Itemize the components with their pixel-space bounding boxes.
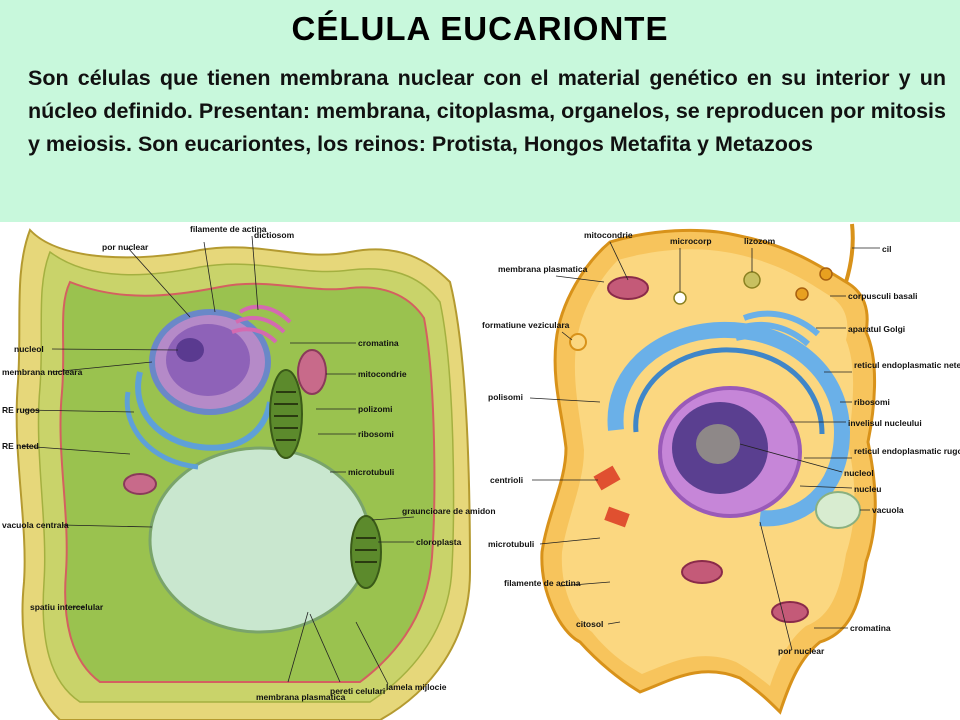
- animal-label-microcorp: microcorp: [670, 236, 712, 246]
- plant-central-vacuole: [148, 446, 372, 634]
- plant-label-cromatina: cromatina: [358, 338, 399, 348]
- plant-mitochondrion-2: [123, 473, 157, 495]
- plant-label-pereti-celulari: pereti celulari: [330, 686, 385, 696]
- page-title: CÉLULA EUCARIONTE: [291, 10, 669, 47]
- animal-label-polisomi: polisomi: [488, 392, 523, 402]
- animal-label-microtubuli: microtubuli: [488, 539, 534, 549]
- animal-label-por-nuclear: por nuclear: [778, 646, 825, 656]
- plant-label-filamente-de-actina: filamente de actina: [190, 224, 267, 234]
- plant-label-re-rugos: RE rugos: [2, 405, 40, 415]
- animal-basal-body: [819, 267, 833, 281]
- plant-rough-er-2: [124, 391, 199, 470]
- plant-cell-illustration: [15, 228, 472, 720]
- plant-nucleolus: [176, 338, 204, 362]
- animal-microbody: [673, 291, 687, 305]
- animal-label-reticul-endoplasmatic-rugos: reticul endoplasmatic rugos: [854, 446, 960, 456]
- animal-label-invelisul-nucleului: invelisul nucleului: [848, 418, 922, 428]
- animal-label-formatiune-veziculara: formatiune veziculara: [482, 320, 570, 330]
- animal-label-centrioli: centrioli: [490, 475, 523, 485]
- animal-label-mitocondrie: mitocondrie: [584, 230, 633, 240]
- animal-mitochondrion-3: [771, 601, 809, 623]
- plant-nucleus: [166, 324, 250, 396]
- plant-label-vacuola-centrala: vacuola centrala: [2, 520, 69, 530]
- animal-vesicle-formation: [569, 333, 587, 351]
- plant-label-dictiosom: dictiosom: [254, 230, 295, 240]
- plant-cell-labels: por nuclear filamente de actina dictioso…: [2, 224, 496, 702]
- plant-label-nucleol: nucleol: [14, 344, 44, 354]
- animal-cell-illustration: [540, 223, 877, 715]
- animal-nucleolus: [696, 424, 740, 464]
- header-panel: CÉLULA EUCARIONTE Son células que tienen…: [0, 0, 960, 222]
- plant-label-microtubuli: microtubuli: [348, 467, 394, 477]
- cell-diagrams-figure: por nuclear filamente de actina dictioso…: [2, 223, 960, 720]
- plant-chloroplast-grana: [274, 391, 377, 563]
- animal-label-corpusculi-basali: corpusculi basali: [848, 291, 917, 301]
- plant-label-cloroplasta: cloroplasta: [416, 537, 462, 547]
- plant-label-mitocondrie: mitocondrie: [358, 369, 407, 379]
- animal-rough-er-2: [633, 347, 825, 435]
- animal-label-cil: cil: [882, 244, 891, 254]
- plant-rough-er: [135, 371, 273, 451]
- animal-lysosome: [743, 271, 761, 289]
- animal-label-nucleu: nucleu: [854, 484, 881, 494]
- plant-chloroplast: [269, 369, 303, 459]
- animal-mitochondrion: [607, 276, 649, 300]
- plant-label-spatiu-intercelular: spatiu intercelular: [30, 602, 104, 612]
- animal-centriole: [593, 465, 621, 491]
- plant-chloroplast-2: [350, 515, 382, 589]
- description-paragraph: Son células que tienen membrana nuclear …: [28, 66, 946, 156]
- plant-label-re-neted: RE neted: [2, 441, 39, 451]
- plant-label-polizomi: polizomi: [358, 404, 392, 414]
- plant-golgi: [231, 304, 292, 344]
- plant-label-filamente-de-actina-text: filamente de actina: [190, 224, 267, 234]
- animal-label-filamente-de-actina: filamente de actina: [504, 578, 581, 588]
- animal-label-vacuola: vacuola: [872, 505, 904, 515]
- animal-label-ribosomi: ribosomi: [854, 397, 890, 407]
- plant-label-por-nuclear: por nuclear: [102, 242, 149, 252]
- animal-label-cromatina: cromatina: [850, 623, 891, 633]
- animal-label-nucleol: nucleol: [844, 468, 874, 478]
- animal-rough-er: [607, 321, 851, 527]
- animal-mitochondrion-2: [681, 560, 723, 584]
- animal-centriole-2: [604, 506, 630, 528]
- animal-label-citosol: citosol: [576, 619, 603, 629]
- animal-label-aparatul-golgi: aparatul Golgi: [848, 324, 905, 334]
- plant-label-membrana-plasmatica: membrana plasmatica: [256, 692, 346, 702]
- animal-cilium: [844, 223, 855, 283]
- plant-label-membrana-nucleara: membrana nucleara: [2, 367, 83, 377]
- plant-label-lamela-mijlocie: lamela mijlocie: [386, 682, 447, 692]
- animal-label-reticul-endoplasmatic-neted: reticul endoplasmatic neted: [854, 360, 960, 370]
- animal-golgi: [735, 310, 821, 357]
- animal-cell-labels: mitocondrie microcorp lizozom cil membra…: [482, 230, 960, 656]
- plant-label-ribosomi: ribosomi: [358, 429, 394, 439]
- plant-mitochondrion: [297, 349, 327, 395]
- animal-label-lizozom: lizozom: [744, 236, 776, 246]
- animal-basal-body-2: [795, 287, 809, 301]
- plant-label-grauncioare-de-amidon: grauncioare de amidon: [402, 506, 496, 516]
- animal-vacuole: [815, 491, 861, 529]
- animal-label-membrana-plasmatica: membrana plasmatica: [498, 264, 588, 274]
